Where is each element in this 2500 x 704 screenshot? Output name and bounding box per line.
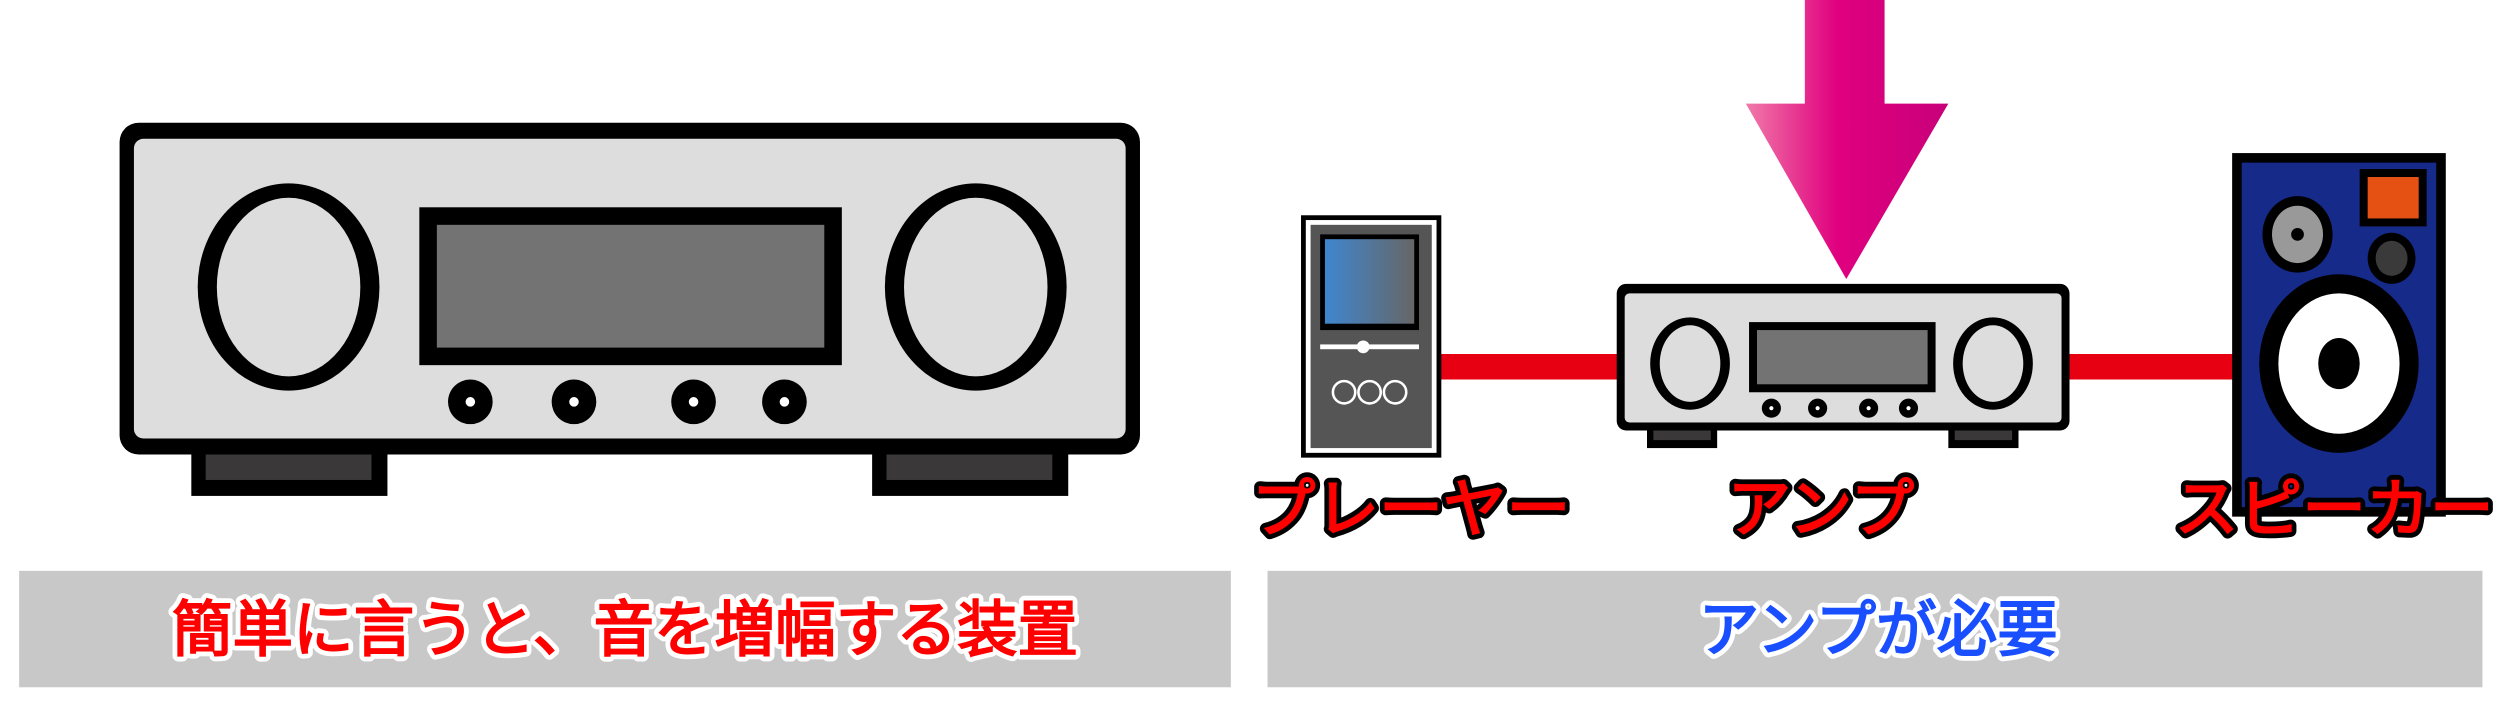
- label-amp: アンプ: [1727, 473, 1914, 547]
- label-speaker: スピーカー: [2175, 473, 2494, 547]
- label-player: プレーヤー: [1252, 473, 1571, 547]
- cable-amp-speaker: [2064, 353, 2237, 380]
- caption-bar-left: 簡単に言うと、音を増幅する装置: [19, 570, 1231, 688]
- music-player-icon: [1301, 215, 1442, 458]
- caption-left: 簡単に言うと、音を増幅する装置: [172, 596, 1078, 666]
- caption-bar-right: アンプが必要: [1267, 570, 2483, 688]
- amplifier-icon: [119, 122, 1140, 496]
- cable-player-amp: [1434, 353, 1620, 380]
- caption-right: アンプが必要: [1699, 596, 2058, 666]
- amplifier-icon: [1616, 283, 2070, 449]
- down-arrow-icon: [1745, 0, 1949, 280]
- speaker-icon: [2232, 153, 2446, 517]
